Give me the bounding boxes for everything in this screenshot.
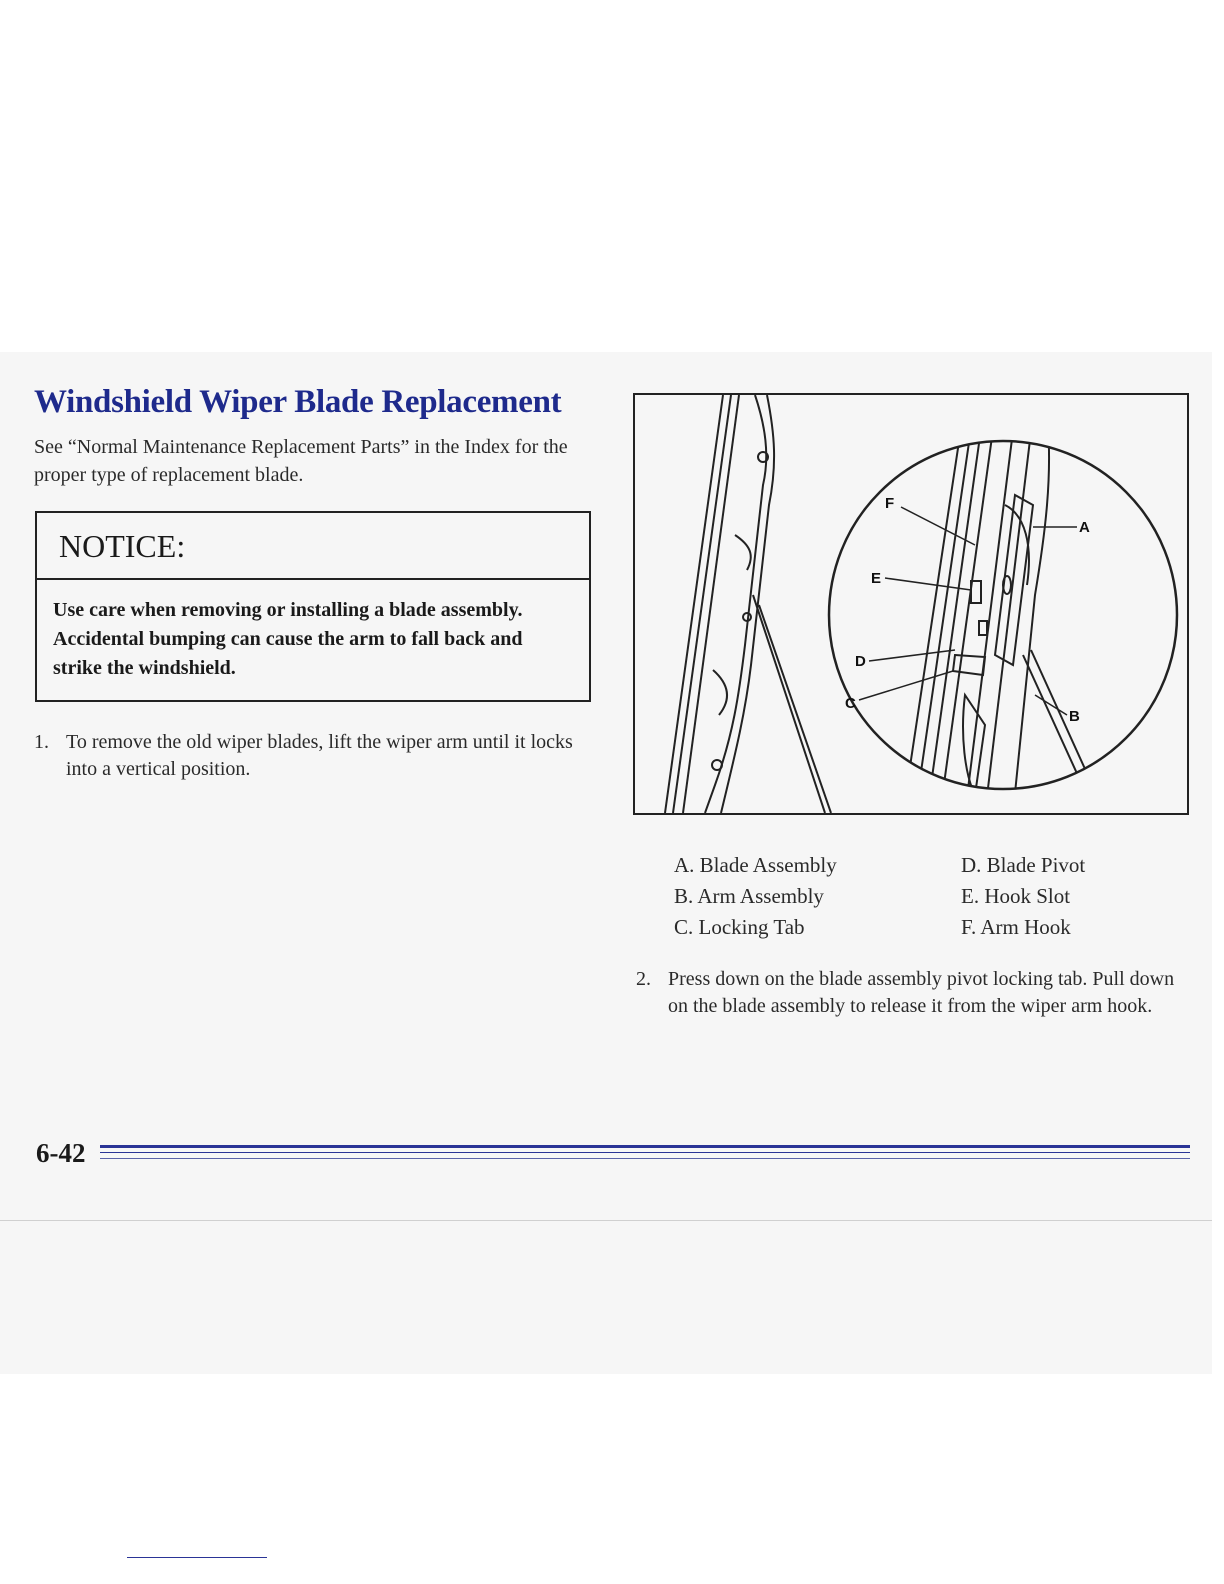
step-number: 2. <box>636 968 651 990</box>
footer-rule <box>100 1145 1190 1148</box>
page-number: 6-42 <box>36 1138 86 1168</box>
step-2: 2. Press down on the blade assembly pivo… <box>636 966 1196 1050</box>
wiper-diagram-svg: F E D C A B <box>664 395 1179 813</box>
notice-heading: NOTICE: <box>37 513 589 580</box>
legend-column-left: A. Blade Assembly B. Arm Assembly C. Loc… <box>674 850 837 943</box>
legend-item: E. Hook Slot <box>961 884 1071 908</box>
legend-item: A. Blade Assembly <box>674 853 837 877</box>
legend-column-right: D. Blade Pivot E. Hook Slot F. Arm Hook <box>961 850 1085 943</box>
notice-body: Use care when removing or installing a b… <box>53 599 523 679</box>
callout-e: E <box>871 570 881 587</box>
step-text: Press down on the blade assembly pivot l… <box>668 968 1175 1017</box>
callout-leaders <box>858 506 1077 716</box>
callout-d: D <box>855 653 866 670</box>
page-edge-divider <box>0 1220 1212 1221</box>
intro-paragraph: See “Normal Maintenance Replacement Part… <box>34 436 568 486</box>
magnified-detail-drawing <box>902 441 1106 789</box>
legend-item: B. Arm Assembly <box>674 884 824 908</box>
figure-legend: A. Blade Assembly B. Arm Assembly C. Loc… <box>674 850 1194 950</box>
page-title: Windshield Wiper Blade Replacement <box>34 384 562 420</box>
step-text: To remove the old wiper blades, lift the… <box>66 731 573 780</box>
step-number: 1. <box>34 731 49 753</box>
callout-b: B <box>1069 708 1080 725</box>
wiper-blade-left-drawing <box>664 395 832 813</box>
callout-c: C <box>845 695 856 712</box>
notice-box: NOTICE: Use care when removing or instal… <box>35 511 591 702</box>
legend-item: C. Locking Tab <box>674 915 805 939</box>
magnifier-circle <box>827 439 1179 791</box>
wiper-diagram: F E D C A B <box>633 393 1189 815</box>
callout-f: F <box>885 495 894 512</box>
footer-underline <box>127 1557 267 1558</box>
footer-rule <box>100 1152 1190 1153</box>
footer-rule <box>100 1158 1190 1159</box>
legend-item: F. Arm Hook <box>961 915 1071 939</box>
legend-item: D. Blade Pivot <box>961 853 1086 877</box>
step-1: 1. To remove the old wiper blades, lift … <box>34 729 594 789</box>
callout-a: A <box>1079 519 1090 536</box>
